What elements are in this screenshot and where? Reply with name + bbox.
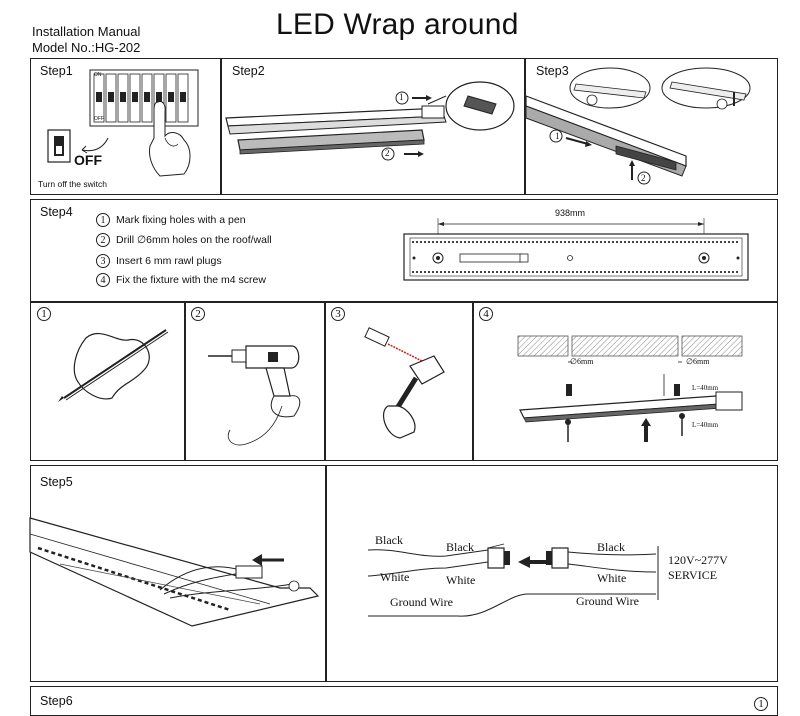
step4-item-3-text: Insert 6 mm rawl plugs — [116, 255, 222, 267]
arrow-icon — [81, 137, 109, 154]
step5-panel-left — [30, 465, 327, 682]
step4-item-2-num: 2 — [96, 233, 110, 247]
step3-label: Step3 — [536, 64, 569, 78]
page-title: LED Wrap around — [276, 8, 519, 41]
hole-label-1: ∅6mm — [570, 357, 594, 366]
wiring-diagram — [367, 543, 659, 617]
step1-panel — [30, 58, 222, 195]
hand-icon — [149, 101, 191, 177]
step3-num1: 1 — [555, 131, 560, 141]
breaker-panel-illustration — [89, 69, 199, 127]
switch-icon — [47, 129, 71, 163]
panel-2-num: 2 — [191, 307, 205, 321]
service-label: SERVICE — [668, 568, 718, 582]
screw-install-illustration — [517, 335, 743, 442]
panel-1-num: 1 — [37, 307, 51, 321]
step4-item-2: 2 Drill ∅6mm holes on the roof/wall — [96, 233, 272, 247]
step4-item-2-text: Drill ∅6mm holes on the roof/wall — [116, 234, 272, 246]
step4-item-4-num: 4 — [96, 273, 110, 287]
manual-title: Installation Manual — [32, 24, 141, 39]
length-label-1: L=40mm — [692, 384, 719, 392]
step4-item-1: 1 Mark fixing holes with a pen — [96, 213, 246, 227]
ground-wire-right-label: Ground Wire — [576, 594, 639, 608]
step4-item-4: 4 Fix the fixture with the m4 screw — [96, 273, 266, 287]
step2-panel — [220, 58, 526, 195]
step4-item-3-num: 3 — [96, 254, 110, 268]
step1-label: Step1 — [40, 64, 73, 78]
step2-label: Step2 — [232, 64, 265, 78]
step4-label: Step4 — [40, 205, 73, 219]
switch-off-text: OFF — [94, 116, 104, 122]
voltage-label: 120V~277V — [668, 553, 728, 567]
step4-panel-4 — [472, 301, 778, 461]
ground-wire-left-label: Ground Wire — [390, 595, 453, 609]
step5-label: Step5 — [40, 475, 73, 489]
step5-panel-right — [325, 465, 778, 682]
fixture-top-view — [403, 218, 749, 281]
mid-white-label: White — [446, 573, 476, 587]
drill-illustration — [208, 345, 301, 446]
step4-panel — [30, 199, 778, 303]
right-white-label: White — [597, 571, 627, 585]
hole-label-2: ∅6mm — [686, 357, 710, 366]
step1-caption: Turn off the switch — [38, 179, 107, 189]
step4-panel-1 — [30, 301, 186, 461]
step4-item-3: 3 Insert 6 mm rawl plugs — [96, 254, 222, 268]
step3-illustration — [525, 67, 751, 185]
step4-panel-2 — [184, 301, 326, 461]
step4-item-1-num: 1 — [96, 213, 110, 227]
right-black-label: Black — [597, 540, 625, 554]
step3-num2: 2 — [641, 173, 646, 183]
length-label-2: L=40mm — [692, 421, 719, 429]
model-number: Model No.:HG-202 — [32, 40, 141, 55]
step6-num: 1 — [754, 697, 768, 711]
step2-illustration — [225, 81, 515, 161]
step6-label: Step6 — [40, 694, 73, 708]
step4-item-4-text: Fix the fixture with the m4 screw — [116, 274, 266, 286]
left-black-label: Black — [375, 533, 403, 547]
step4-panel-3 — [324, 301, 474, 461]
step2-num1: 1 — [399, 92, 404, 102]
step2-num2: 2 — [385, 148, 390, 158]
mid-black-label: Black — [446, 540, 474, 554]
off-label: OFF — [74, 152, 102, 168]
hammer-illustration — [364, 327, 445, 439]
switch-on-text: ON — [94, 72, 102, 78]
pen-marking-illustration — [58, 329, 169, 402]
step3-panel — [524, 58, 778, 195]
wiring-fixture-illustration — [29, 517, 320, 627]
step4-item-1-text: Mark fixing holes with a pen — [116, 214, 246, 226]
panel-3-num: 3 — [331, 307, 345, 321]
left-white-label: White — [380, 570, 410, 584]
panel-4-num: 4 — [479, 307, 493, 321]
dimension-label: 938mm — [555, 208, 586, 218]
step6-panel — [30, 686, 778, 716]
